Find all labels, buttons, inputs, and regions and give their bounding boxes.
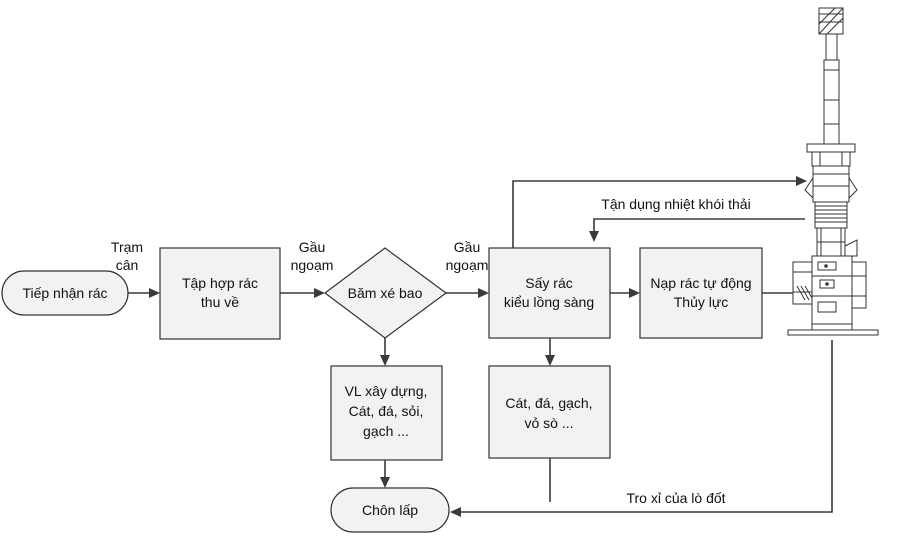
- node-sand-line-1: Cát, đá, gạch,: [505, 395, 592, 411]
- edge-heat-recovery: [593, 218, 805, 232]
- node-sand-line-2: vỏ sò ...: [524, 415, 573, 431]
- node-sand-shape: [488, 365, 611, 459]
- edge-ash-landfill: [460, 340, 833, 513]
- base-plinth: [811, 323, 853, 331]
- node-sand: Cát, đá, gạch, vỏ sò ...: [488, 365, 611, 459]
- node-dryer-shape: [488, 247, 611, 339]
- node-collect-line-1: Tập hợp rác: [182, 275, 258, 291]
- chimney-stack-lower: [823, 59, 840, 145]
- node-receive-shape: [1, 270, 129, 316]
- node-shred-label: Băm xé bao: [348, 285, 423, 301]
- base-plate: [787, 329, 879, 336]
- edge-dryer-furnace-top: [512, 180, 797, 248]
- label-grab2-line-2: ngoạm: [446, 257, 489, 273]
- flange-top: [806, 143, 856, 153]
- node-feeder-line-1: Nạp rác tự động: [650, 275, 751, 291]
- node-landfill-label: Chôn lấp: [362, 502, 418, 518]
- node-construction-line-1: VL xây dựng,: [345, 383, 428, 399]
- arrowhead: [380, 355, 390, 366]
- node-dryer: Sấy rác kiểu lồng sàng: [488, 247, 611, 339]
- node-construction-shape: [330, 365, 443, 461]
- node-feeder: Nạp rác tự động Thủy lực: [639, 247, 763, 339]
- node-receive-label: Tiếp nhận rác: [22, 285, 107, 301]
- arrowhead: [796, 176, 807, 186]
- label-ash: Tro xỉ của lò đốt: [626, 490, 725, 506]
- node-collect-shape: [159, 247, 281, 340]
- arrowhead: [589, 231, 599, 242]
- node-feeder-line-2: Thủy lực: [674, 294, 729, 310]
- label-grab1-line-1: Gầu: [299, 239, 325, 255]
- node-feeder-shape: [639, 247, 763, 339]
- node-construction-line-3: gạch ...: [363, 423, 409, 439]
- node-construction: VL xây dựng, Cát, đá, sỏi, gạch ...: [330, 365, 443, 461]
- label-scale-line-1: Trạm: [111, 239, 143, 255]
- arrowhead: [545, 355, 555, 366]
- node-shred: Băm xé bao: [324, 247, 448, 339]
- node-landfill: Chôn lấp: [330, 487, 450, 533]
- node-landfill-shape: [330, 487, 450, 533]
- edge-labels: Trạm cân Gầu ngoạm Gầu ngoạm Tận dụng nh…: [111, 196, 751, 506]
- arrowhead: [314, 288, 325, 298]
- furnace-illustration: [787, 7, 879, 336]
- node-collect: Tập hợp rác thu về: [159, 247, 281, 340]
- node-receive: Tiếp nhận rác: [1, 270, 129, 316]
- chimney-stack: [825, 33, 838, 61]
- label-heat: Tận dụng nhiệt khói thải: [601, 196, 750, 212]
- connectors: [128, 176, 833, 517]
- node-construction-line-2: Cát, đá, sỏi,: [349, 403, 424, 419]
- upper-body: [812, 165, 850, 203]
- label-grab2-line-1: Gầu: [454, 239, 480, 255]
- label-grab1-line-2: ngoạm: [291, 257, 334, 273]
- right-hopper: [851, 261, 867, 309]
- arrowhead: [478, 288, 489, 298]
- label-scale-line-2: cân: [116, 257, 139, 273]
- arrowhead: [629, 288, 640, 298]
- node-dryer-line-2: kiểu lồng sàng: [504, 294, 594, 310]
- flange-neck: [811, 151, 851, 167]
- arrowhead: [149, 288, 160, 298]
- node-shred-shape: [324, 247, 448, 339]
- node-collect-line-2: thu về: [201, 294, 239, 310]
- left-hopper: [792, 261, 813, 305]
- node-dryer-line-1: Sấy rác: [525, 275, 572, 291]
- arrowhead: [450, 507, 461, 517]
- arrowhead: [380, 477, 390, 488]
